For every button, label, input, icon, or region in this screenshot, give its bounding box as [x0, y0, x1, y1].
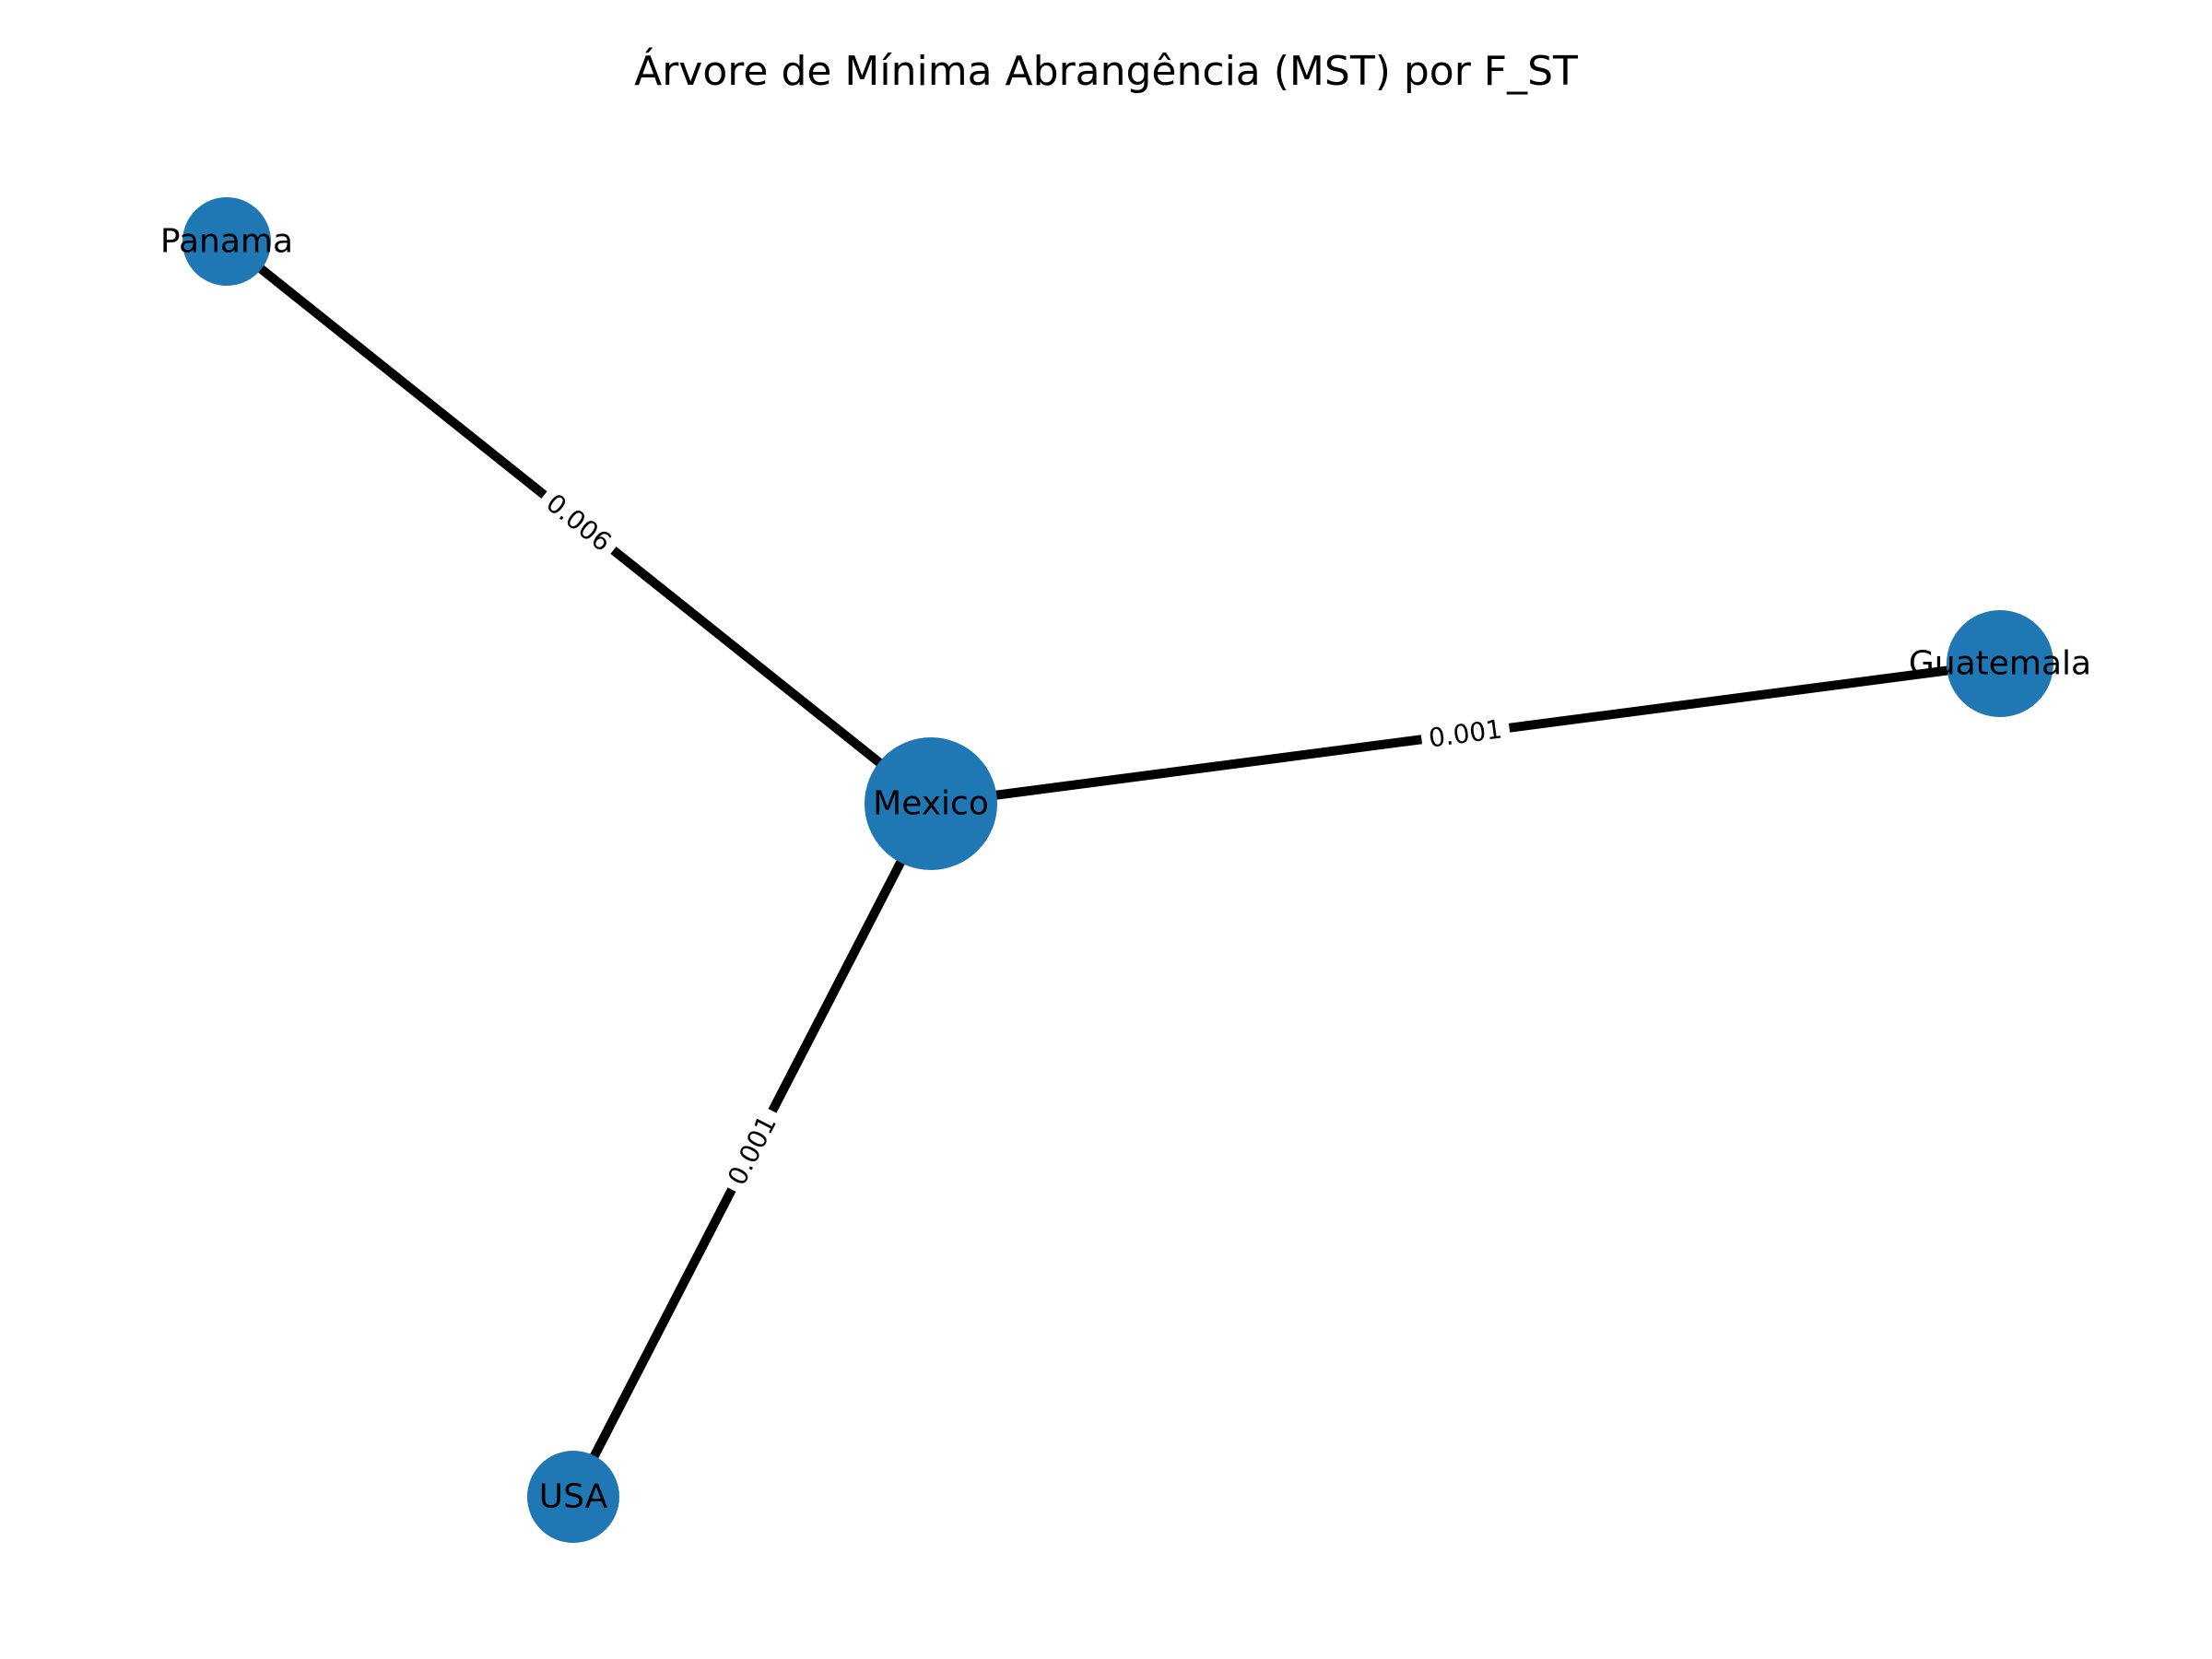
- node-mexico: [865, 737, 997, 870]
- node-usa: [527, 1451, 619, 1543]
- diagram-title: Árvore de Mínima Abrangência (MST) por F…: [634, 46, 1578, 95]
- node-label-panama: Panama: [160, 223, 293, 261]
- edge-label-mexico-guatemala: 0.001: [1418, 710, 1512, 758]
- node-label-mexico: Mexico: [873, 785, 989, 823]
- node-label-usa: USA: [539, 1478, 608, 1516]
- edge-label-background: [1418, 710, 1512, 758]
- node-guatemala: [1947, 610, 2053, 717]
- edge-label-mexico-panama: 0.006: [533, 481, 625, 564]
- edge-label-mexico-usa: 0.001: [716, 1102, 788, 1198]
- edge-weight-label: 0.001: [722, 1111, 782, 1190]
- node-label-guatemala: Guatemala: [1909, 645, 2091, 683]
- edge-labels-layer: 0.006 0.001 0.001: [533, 481, 1512, 1198]
- edges-layer: [223, 238, 2001, 1500]
- edge-label-background: [533, 481, 625, 564]
- node-panama: [182, 197, 271, 286]
- edge-label-background: [716, 1102, 788, 1198]
